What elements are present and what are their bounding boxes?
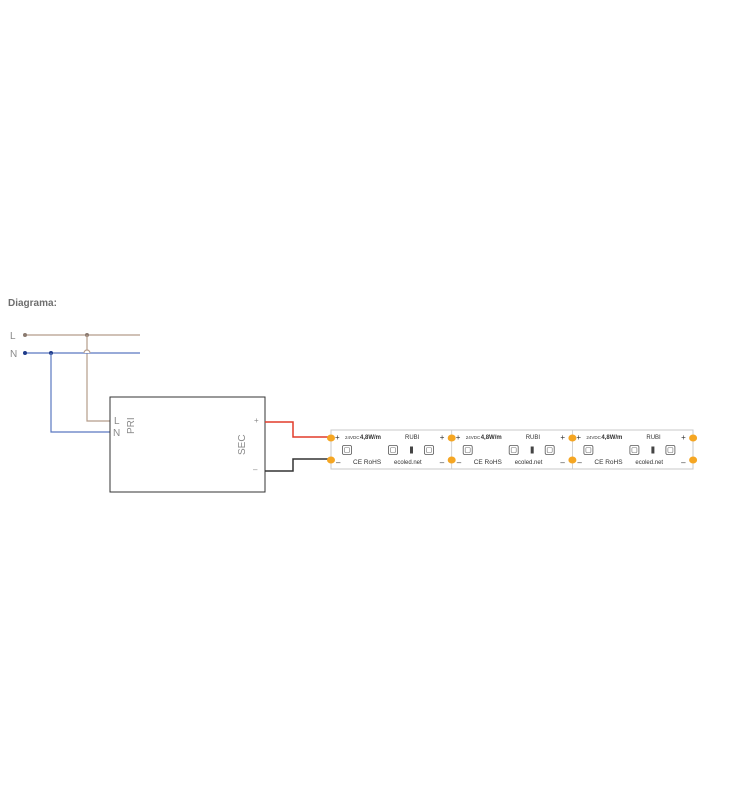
segment-power-label: 4,8W/m xyxy=(601,435,622,441)
driver-negative-terminal: – xyxy=(253,465,258,474)
segment-voltage-label: 24VDC xyxy=(466,435,481,440)
segment-plus-label: + xyxy=(576,433,581,442)
segment-name-label: RUBI xyxy=(646,435,661,441)
solder-pad-negative xyxy=(689,456,698,464)
driver-secondary-label: SEC xyxy=(237,434,248,455)
led-chip-lens xyxy=(426,447,432,453)
segment-plus-label: + xyxy=(335,433,340,442)
segment-voltage-label: 24VDC xyxy=(586,435,601,440)
segment-minus-label: – xyxy=(336,458,341,467)
led-chip-lens xyxy=(631,447,638,453)
resistor xyxy=(410,446,413,454)
segment-website-label: ecoled.net xyxy=(635,460,663,466)
led-chip xyxy=(424,445,434,455)
neutral-terminal-dot xyxy=(23,351,27,355)
segment-cert-label: CE RoHS xyxy=(594,459,623,466)
segment-name-label: RUBI xyxy=(405,435,420,441)
led-chip xyxy=(508,445,519,455)
line-drop-wire xyxy=(86,335,110,422)
mains-line-label: L xyxy=(10,331,16,342)
driver-positive-terminal: + xyxy=(254,416,259,425)
resistor xyxy=(651,446,655,454)
segment-minus-label-right: – xyxy=(560,458,565,467)
segment-plus-label-right: + xyxy=(440,433,445,442)
segment-power-label: 4,8W/m xyxy=(481,435,502,441)
led-chip-lens xyxy=(667,447,674,453)
led-chip xyxy=(388,445,398,455)
solder-pad-positive xyxy=(327,434,335,442)
solder-pad-negative xyxy=(327,456,335,464)
segment-website-label: ecoled.net xyxy=(515,460,543,466)
segment-minus-label-right: – xyxy=(681,458,686,467)
led-chip xyxy=(342,445,352,455)
solder-pad-negative xyxy=(447,456,456,464)
led-chip-lens xyxy=(510,447,517,453)
driver-input-l-label: L xyxy=(114,416,120,427)
solder-pad-positive xyxy=(447,434,456,442)
led-chip-lens xyxy=(390,447,396,453)
segment-plus-label-right: + xyxy=(681,433,686,442)
segment-name-label: RUBI xyxy=(526,435,541,441)
wire-crossing xyxy=(83,349,91,354)
led-chip-lens xyxy=(585,447,592,453)
segment-website-label: ecoled.net xyxy=(394,460,422,466)
segment-plus-label: + xyxy=(456,433,461,442)
segment-power-label: 4,8W/m xyxy=(360,435,381,441)
mains-neutral-label: N xyxy=(10,349,17,360)
led-chip-lens xyxy=(546,447,553,453)
segment-cert-label: CE RoHS xyxy=(474,459,503,466)
led-chip xyxy=(462,445,473,455)
solder-pad-positive xyxy=(689,434,698,442)
negative-output-wire xyxy=(265,458,331,472)
led-chip-lens xyxy=(464,447,471,453)
solder-pad-positive xyxy=(568,434,577,442)
driver-input-n-label: N xyxy=(113,428,120,439)
segment-cert-label: CE RoHS xyxy=(353,459,382,466)
line-terminal-dot xyxy=(23,333,27,337)
led-chip xyxy=(583,445,594,455)
led-chip-lens xyxy=(344,447,350,453)
led-driver xyxy=(109,396,266,493)
resistor xyxy=(530,446,534,454)
solder-pad-negative xyxy=(568,456,577,464)
segment-voltage-label: 24VDC xyxy=(345,435,360,440)
positive-output-wire xyxy=(265,421,331,438)
segment-plus-label-right: + xyxy=(560,433,565,442)
led-chip xyxy=(544,445,555,455)
segment-minus-label: – xyxy=(577,458,582,467)
led-chip xyxy=(665,445,676,455)
neutral-drop-wire xyxy=(50,353,110,433)
segment-minus-label-right: – xyxy=(440,458,445,467)
driver-primary-label: PRI xyxy=(126,417,137,434)
segment-minus-label: – xyxy=(457,458,462,467)
led-chip xyxy=(629,445,640,455)
diagram-title: Diagrama: xyxy=(8,298,57,309)
